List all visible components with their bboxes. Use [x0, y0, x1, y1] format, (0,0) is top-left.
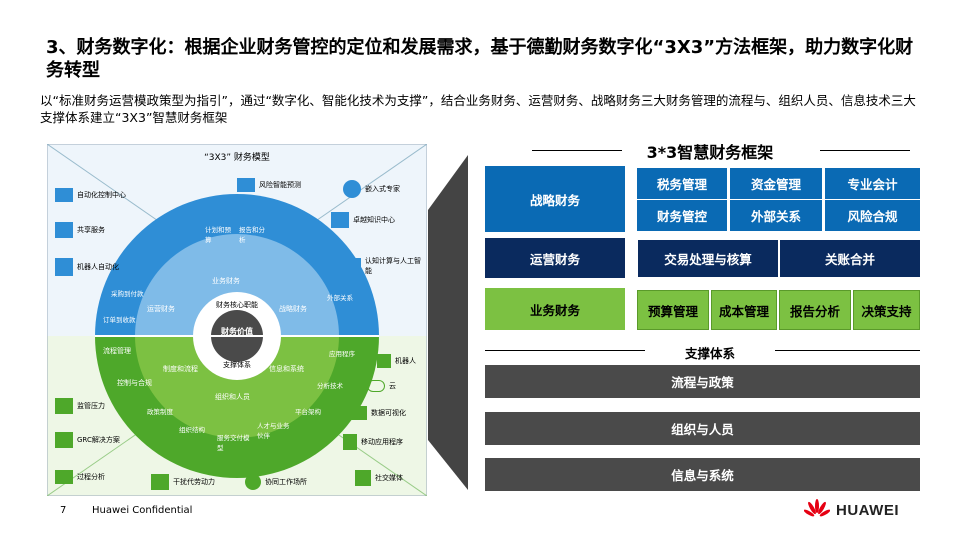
left-item: GRC解决方案 [55, 432, 120, 448]
right-item: 云 [367, 380, 396, 392]
core-item: 信息和系统 [269, 365, 304, 373]
page-title: 3、财务数字化：根据企业财务管控的定位和发展需求，基于德勤财务数字化“3X3”方… [46, 37, 914, 81]
left-item: 监管压力 [55, 398, 105, 414]
ring-item: 外部关系 [327, 294, 353, 302]
right-item: 风险智能预测 [237, 178, 301, 192]
robot-icon [377, 354, 391, 368]
strategy-item: 专业会计 [825, 168, 920, 199]
left-item: 控制与合规 [117, 379, 152, 387]
brand-name: HUAWEI [836, 501, 899, 519]
three-by-three-model: “3X3” 财务模型 财务价值 财务核心职能 支撑体系 运营财务 业务财务 战略… [46, 143, 428, 497]
strategy-item: 资金管理 [730, 168, 822, 199]
analysis-icon [55, 470, 73, 484]
left-item: 共享服务 [55, 222, 105, 238]
support-item: 流程与政策 [485, 365, 920, 398]
support-rule-right [775, 350, 920, 351]
knowledge-icon [331, 212, 349, 228]
confidential-label: Huawei Confidential [92, 505, 193, 516]
framework-title: 3*3智慧财务框架 [646, 143, 774, 162]
business-item: 报告分析 [779, 290, 851, 330]
cloud-icon [367, 380, 385, 392]
left-item: 过程分析 [55, 470, 105, 484]
ring-item: 组织结构 [179, 426, 205, 434]
middle-ring-top [135, 234, 339, 336]
building-icon [55, 222, 73, 238]
page-number: 7 [60, 505, 67, 516]
ring-item: 政策制度 [147, 408, 173, 416]
left-item: 自动化控制中心 [55, 188, 126, 202]
robot-icon [55, 258, 73, 276]
funnel-shape [428, 155, 468, 490]
chart-icon [349, 406, 367, 420]
support-rule-left [485, 350, 645, 351]
title-rule-left [532, 150, 622, 151]
right-item: 卓越知识中心 [331, 212, 395, 228]
workforce-icon [151, 474, 169, 490]
ring-item: 服务交付模型 [217, 434, 250, 452]
huawei-logo: HUAWEI [804, 497, 914, 523]
ring-item: 分析技术 [317, 382, 343, 390]
model-center-label: 财务价值 [221, 327, 253, 336]
strategy-item: 外部关系 [730, 200, 822, 231]
strategy-item: 财务管控 [637, 200, 727, 231]
bottom-item: 干扰代劳动力 [151, 474, 215, 490]
left-item: 流程管理 [103, 347, 131, 355]
strategy-item: 税务管理 [637, 168, 727, 199]
operation-item: 交易处理与核算 [638, 240, 778, 277]
guide-line [296, 143, 428, 235]
core-item: 战略财务 [279, 305, 307, 313]
ring-item: 人才与业务伙伴 [257, 422, 290, 440]
left-item: 机器人自动化 [55, 258, 125, 276]
grc-icon [55, 432, 73, 448]
right-item: 社交媒体 [355, 470, 403, 486]
support-item: 组织与人员 [485, 412, 920, 445]
warning-icon [237, 178, 255, 192]
bottom-item: 协同工作场所 [245, 474, 307, 490]
ring-item: 计划和预算 [205, 226, 231, 244]
right-item: 嵌入式专家 [343, 180, 400, 198]
social-icon [355, 470, 371, 486]
ai-icon [343, 258, 361, 274]
inner-top-label: 财务核心职能 [216, 301, 258, 309]
ring-item: 订单到收款 [103, 316, 136, 324]
strategy-item: 风险合规 [825, 200, 920, 231]
business-item: 成本管理 [711, 290, 777, 330]
people-icon [55, 398, 73, 414]
model-title: “3X3” 财务模型 [204, 153, 270, 163]
core-item: 制度和流程 [163, 365, 198, 373]
ring-item: 报告和分析 [239, 226, 265, 244]
operation-label: 运营财务 [485, 238, 625, 278]
guide-line [46, 143, 178, 235]
right-item: 机器人 [377, 354, 416, 368]
business-item: 决策支持 [853, 290, 920, 330]
support-item: 信息与系统 [485, 458, 920, 491]
right-item: 移动应用程序 [343, 434, 403, 450]
middle-ring-bottom [135, 336, 339, 438]
business-item: 预算管理 [637, 290, 709, 330]
operation-item: 关账合并 [780, 240, 920, 277]
core-item: 业务财务 [212, 277, 240, 285]
core-item: 运营财务 [147, 305, 175, 313]
right-item: 数据可视化 [349, 406, 406, 420]
huawei-petal-icon [804, 499, 830, 517]
ring-item: 平台架构 [295, 408, 321, 416]
core-item: 组织和人员 [215, 393, 250, 401]
right-item: 认知计算与人工智能 [343, 256, 421, 276]
expert-icon [343, 180, 361, 198]
collaboration-icon [245, 474, 261, 490]
business-label: 业务财务 [485, 288, 625, 330]
ring-item: 采购到付款 [111, 290, 144, 298]
support-heading: 支撑体系 [684, 346, 735, 361]
page-subtitle: 以“标准财务运营模政策型为指引”，通过“数字化、智能化技术为支撑”，结合业务财务… [40, 93, 916, 125]
title-rule-right [820, 150, 910, 151]
mobile-icon [343, 434, 357, 450]
inner-bottom-label: 支撑体系 [223, 361, 251, 369]
automation-icon [55, 188, 73, 202]
ring-item: 应用程序 [329, 350, 355, 358]
strategy-label: 战略财务 [485, 166, 625, 232]
